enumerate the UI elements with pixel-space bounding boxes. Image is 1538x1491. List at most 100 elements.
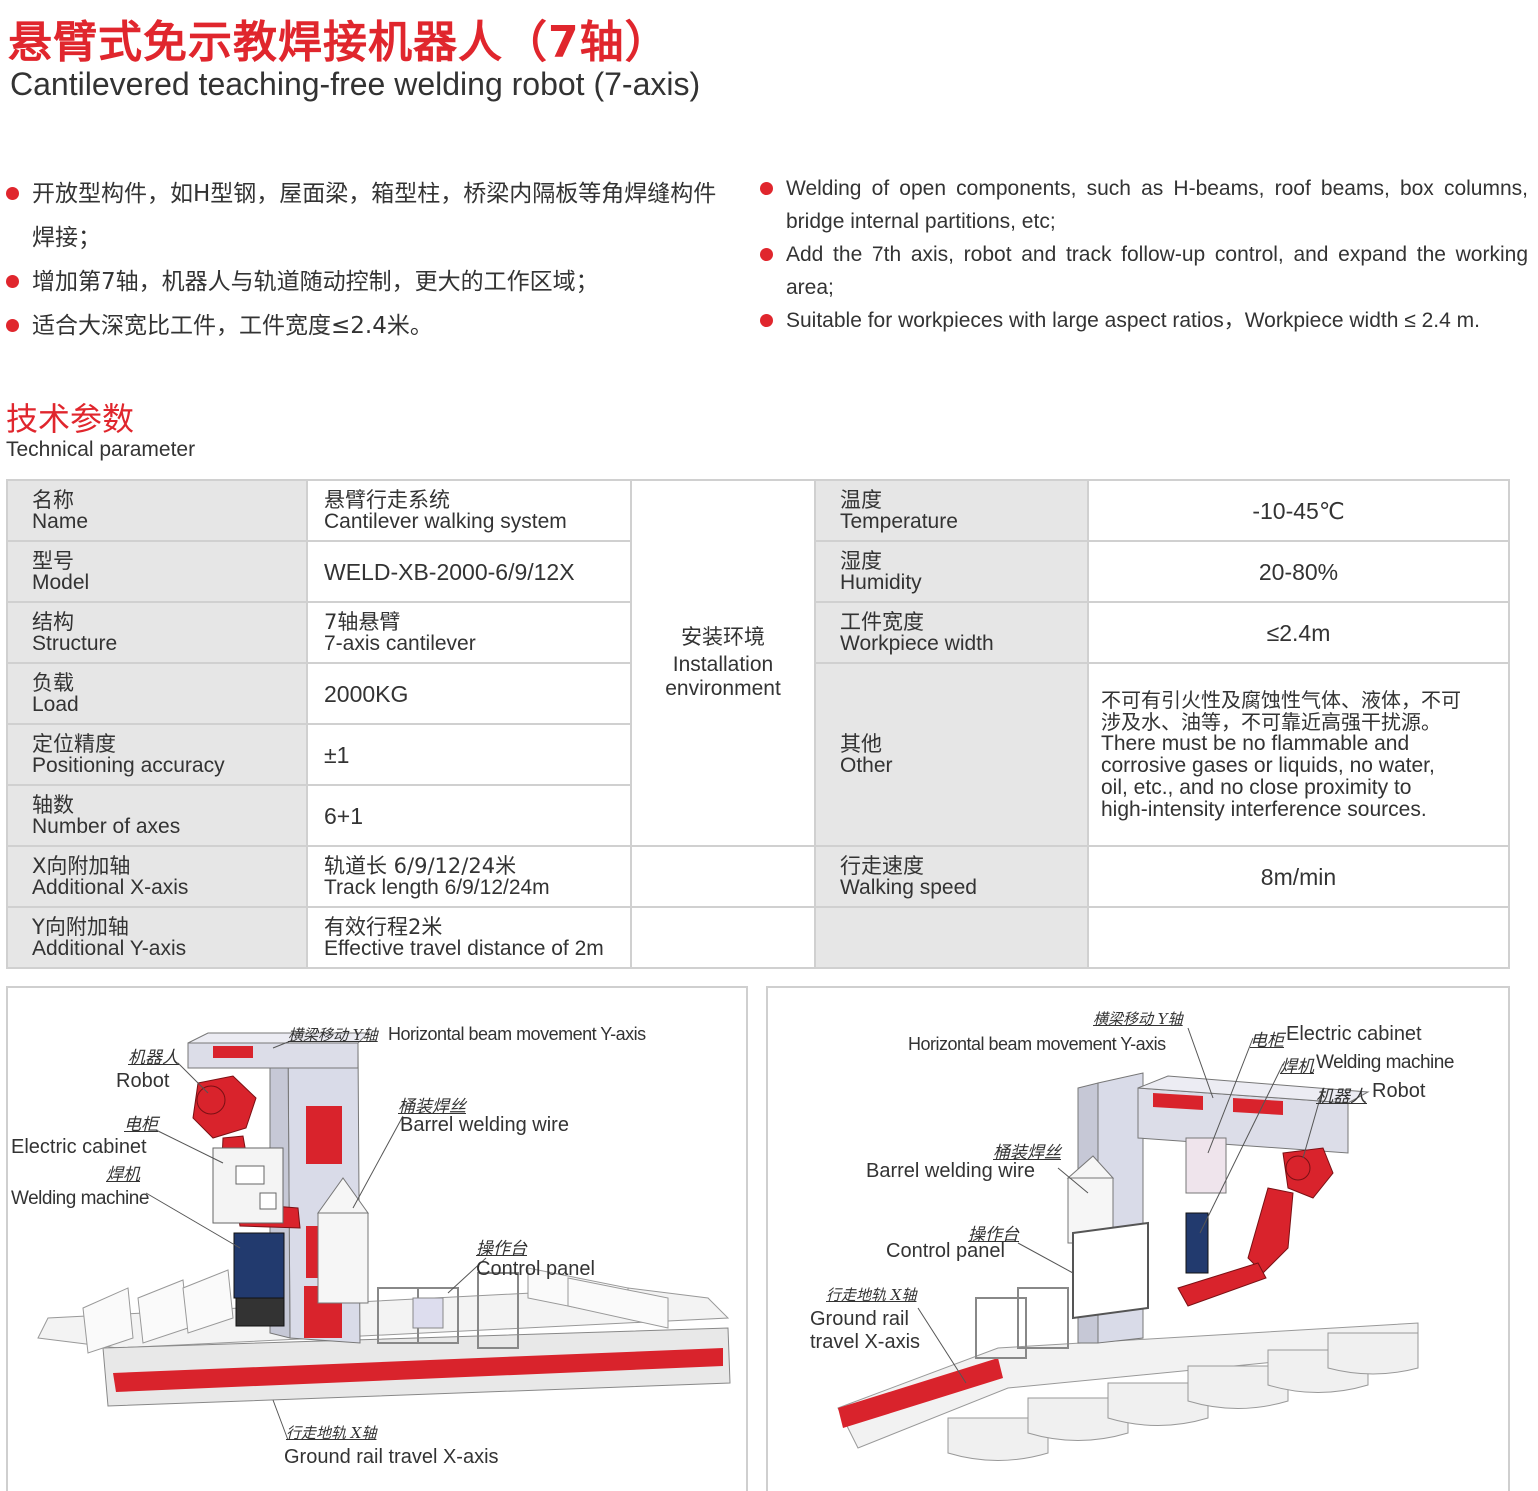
robot-label-cn: 机器人 [128,1048,179,1068]
diagram-right-panel: 横梁移动 Y轴 Horizontal beam movement Y-axis … [766,986,1510,1491]
param-value: 2000KG [306,662,632,725]
column-red-plate [306,1106,342,1164]
ground-rail-label-1: Ground rail [810,1308,909,1330]
empty-label-cell [814,906,1089,969]
ground-rail-label-2: travel X-axis [810,1331,921,1353]
electric-cabinet [212,1147,284,1224]
feature-en-item: Welding of open components, such as H-be… [760,172,1528,238]
welding-machine-label: Welding machine [1316,1052,1454,1073]
env-value: ≤2.4m [1087,601,1510,664]
feature-cn-item: 适合大深宽比工件，工件宽度≤2.4米。 [6,304,726,348]
robot-label: Robot [1372,1080,1426,1102]
beam-label-cn: 横梁移动 Y轴 [1093,1010,1183,1028]
feature-cn-item: 开放型构件，如H型钢，屋面梁，箱型柱，桥梁内隔板等角焊缝构件焊接； [6,172,726,260]
bullet-dot-icon [760,182,773,195]
welding-machine-label: Welding machine [11,1188,149,1209]
page-title-cn: 悬臂式免示教焊接机器人（7轴） [8,17,670,68]
control-panel-label-cn: 操作台 [968,1225,1019,1245]
env-value: -10-45℃ [1087,479,1510,542]
control-panel-label: Control panel [886,1240,1005,1262]
barrel-wire-label-cn: 桶装焊丝 [993,1143,1061,1163]
ground-rail-label-cn: 行走地轨 X轴 [826,1286,917,1304]
param-value: ±1 [306,723,632,786]
welding-machine-label-cn: 焊机 [106,1165,140,1185]
param-value: 6+1 [306,784,632,847]
empty-cell [630,906,816,969]
leader-lines [917,1027,1324,1384]
ground-rail-label-cn: 行走地轨 X轴 [286,1424,377,1442]
ground-rail-red-strip [113,1348,723,1392]
robot-arm [1177,1147,1334,1307]
barrel-wire-label: Barrel welding wire [400,1114,569,1136]
installation-environment-cell: 安装环境 Installation environment [630,479,816,847]
electric-cabinet-label: Electric cabinet [1286,1023,1422,1045]
beam-label-cn: 横梁移动 Y轴 [288,1026,378,1044]
welding-machine [233,1232,285,1299]
barrel-wire-label-cn: 桶装焊丝 [398,1097,466,1117]
leader-lines [145,1039,487,1441]
robot-diagram-right [837,1027,1419,1461]
section-title-cn: 技术参数 [6,400,135,438]
env-value: 8m/min [1087,845,1510,908]
electric-cabinet-label-cn: 电柜 [124,1115,158,1135]
welding-machine-label-cn: 焊机 [1280,1057,1314,1077]
section-title-en: Technical parameter [6,438,196,461]
bullet-dot-icon [6,319,19,332]
beam-label: Horizontal beam movement Y-axis [908,1034,1166,1054]
bullet-dot-icon [760,248,773,261]
feature-cn-item: 增加第7轴，机器人与轨道随动控制，更大的工作区域； [6,260,726,304]
features-cn-list: 开放型构件，如H型钢，屋面梁，箱型柱，桥梁内隔板等角焊缝构件焊接； 增加第7轴，… [6,172,726,348]
page-title-en: Cantilevered teaching-free welding robot… [10,66,701,102]
robot-diagram-left [37,1032,731,1441]
env-value-other: 不可有引火性及腐蚀性气体、液体，不可 涉及水、油等，不可靠近高强干扰源。 The… [1087,662,1510,847]
env-value: 20-80% [1087,540,1510,603]
diagram-left-panel: 机器人 Robot 电柜 Electric cabinet 焊机 Welding… [6,986,748,1491]
feature-en-item: Suitable for workpieces with large aspec… [760,304,1528,337]
frame [975,1287,1069,1359]
barrel-welding-wire [317,1212,369,1304]
ground-rail-label: Ground rail travel X-axis [284,1446,499,1468]
features-en-list: Welding of open components, such as H-be… [760,172,1528,337]
param-value: WELD-XB-2000-6/9/12X [306,540,632,603]
electric-cabinet-label-cn: 电柜 [1250,1031,1284,1051]
beam-label: Horizontal beam movement Y-axis [388,1024,646,1044]
bullet-dot-icon [6,187,19,200]
control-panel-label-cn: 操作台 [476,1239,527,1259]
empty-cell [630,845,816,908]
feature-en-item: Add the 7th axis, robot and track follow… [760,238,1528,304]
barrel-wire-label: Barrel welding wire [866,1160,1035,1182]
welding-machine [1185,1212,1209,1274]
electric-cabinet [1185,1137,1227,1194]
bullet-dot-icon [6,275,19,288]
fixture-blocks [947,1332,1419,1461]
robot-label: Robot [116,1070,170,1092]
electric-cabinet-label: Electric cabinet [11,1136,147,1158]
empty-value-cell [1087,906,1510,969]
robot-label-cn: 机器人 [1316,1087,1367,1107]
